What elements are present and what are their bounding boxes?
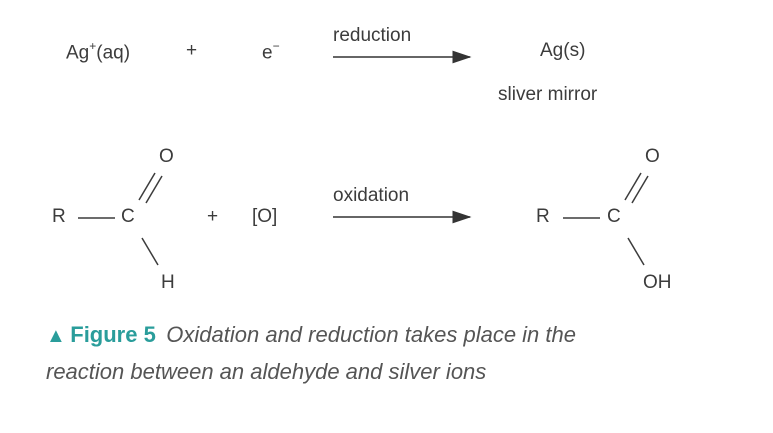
silver-ion: Ag+(aq): [66, 39, 131, 64]
silver-mirror-note: sliver mirror: [498, 84, 598, 105]
oxidation-label: oxidation: [333, 185, 410, 206]
state: (aq): [96, 42, 131, 64]
caption-line-2: reaction between an aldehyde and silver …: [46, 359, 487, 384]
aldehyde-o: O: [159, 146, 174, 167]
acid-r: R: [536, 206, 550, 227]
reduction-label: reduction: [333, 25, 412, 46]
silver-symbol: Ag: [66, 42, 90, 64]
triangle-up-icon: ▲: [46, 325, 66, 347]
acid-oh: OH: [643, 272, 672, 293]
silver-product: Ag(s): [540, 40, 586, 61]
caption-line-1: Oxidation and reduction takes place in t…: [166, 322, 576, 347]
plus-sign-2: +: [207, 206, 219, 227]
charge: +: [89, 39, 97, 53]
electron-symbol: e: [262, 42, 273, 64]
acid-c: C: [607, 206, 621, 227]
oxygen-oxidant: [O]: [252, 206, 278, 227]
aldehyde-r: R: [52, 206, 66, 227]
electron: e−: [262, 39, 280, 64]
acid-o: O: [645, 146, 660, 167]
plus-sign: +: [186, 40, 198, 61]
figure-caption: ▲ Figure 5 Oxidation and reduction takes…: [46, 322, 576, 348]
charge: −: [272, 39, 280, 53]
aldehyde-h: H: [161, 272, 175, 293]
aldehyde-c: C: [121, 206, 135, 227]
figure-title: Figure 5: [70, 322, 156, 347]
